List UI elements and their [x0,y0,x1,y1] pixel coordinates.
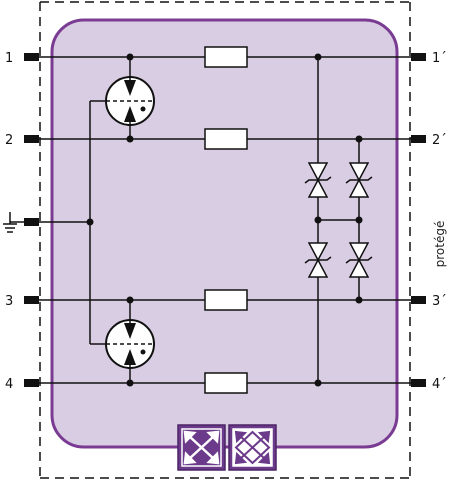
terminal-label-4-prime: 4´ [432,377,447,392]
terminal-block-1-prime [411,53,426,61]
terminal-label-1-prime: 1´ [432,51,447,66]
terminal-block-ground [24,218,39,226]
terminal-label-3: 3 [5,294,13,309]
resistor-line-4 [204,372,248,394]
resistor-line-1 [204,46,248,68]
gas-discharge-tube-lower [105,319,155,369]
junction-dots [86,53,363,387]
tvs-diode-upper-left [304,162,332,198]
terminal-label-1: 1 [5,51,13,66]
resistors [204,46,248,394]
tvs-diode-upper-right [345,162,373,198]
resistor-line-3 [204,289,248,311]
tvs-diode-lower-left [304,242,332,278]
terminal-label-4: 4 [5,377,13,392]
gas-discharge-tube-upper [105,76,155,126]
terminal-label-3-prime: 3´ [432,294,447,309]
terminal-block-2-prime [411,135,426,143]
terminal-block-1 [24,53,39,61]
dashed-enclosure [39,1,411,479]
terminal-block-3 [24,296,39,304]
expand-badge-outline [228,424,277,471]
terminal-blocks-left [24,53,39,387]
earth-ground-icon [3,212,24,233]
terminal-block-2 [24,135,39,143]
terminal-label-2: 2 [5,133,13,148]
terminal-blocks-right [411,53,426,387]
protected-side-label: protégé [433,221,447,268]
terminal-block-4-prime [411,379,426,387]
resistor-line-2 [204,128,248,150]
terminal-block-4 [24,379,39,387]
expand-badge-filled [177,424,226,471]
tvs-diode-lower-right [345,242,373,278]
terminal-block-3-prime [411,296,426,304]
terminal-label-2-prime: 2´ [432,133,447,148]
